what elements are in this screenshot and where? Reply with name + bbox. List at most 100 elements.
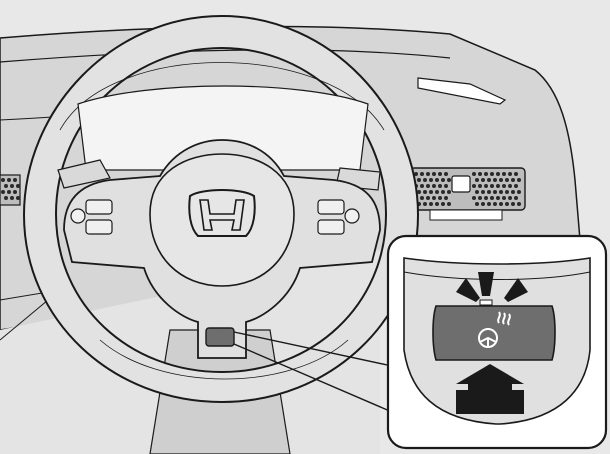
grille-hole <box>426 196 430 200</box>
grille-hole <box>493 178 497 182</box>
grille-hole <box>499 178 503 182</box>
grille-hole <box>487 190 491 194</box>
grille-hole <box>417 190 421 194</box>
dashboard-edge-line <box>0 49 451 63</box>
right-spoke-switches <box>317 199 360 235</box>
grille-hole <box>432 172 436 176</box>
grille-hole <box>423 202 427 206</box>
leader-line-upper <box>233 331 393 367</box>
grille-hole <box>484 172 488 176</box>
rim-highlight-line <box>59 62 385 131</box>
grille-hole <box>435 178 439 182</box>
inset-heated-wheel-button <box>432 305 556 361</box>
grille-hole <box>441 178 445 182</box>
rim-bottom-line <box>99 339 349 380</box>
grille-hole <box>426 172 430 176</box>
grille-hole <box>490 184 494 188</box>
instrument-cluster <box>77 85 369 171</box>
grille-hole <box>502 196 506 200</box>
grille-hole <box>432 196 436 200</box>
grille-hole <box>496 172 500 176</box>
grille-hole <box>420 184 424 188</box>
grille-hole <box>7 190 11 194</box>
top-vent-slot <box>417 77 507 105</box>
vent-lower-trim <box>429 209 503 221</box>
inset-hub-top-line <box>403 271 591 280</box>
grille-hole <box>444 172 448 176</box>
grille-hole <box>432 184 436 188</box>
grille-hole <box>426 184 430 188</box>
left-spoke-switches <box>70 199 113 235</box>
indicator-light <box>479 299 493 306</box>
grille-hole <box>435 202 439 206</box>
grille-hole <box>447 190 451 194</box>
grille-hole <box>420 196 424 200</box>
grille-hole <box>429 190 433 194</box>
grille-hole <box>517 190 521 194</box>
press-arrow-icon <box>456 364 524 414</box>
grille-hole <box>414 172 418 176</box>
grille-hole <box>502 172 506 176</box>
grille-hole <box>423 190 427 194</box>
honda-h-logo-icon <box>188 189 256 237</box>
grille-hole <box>472 196 476 200</box>
grille-hole <box>502 184 506 188</box>
grille-hole <box>481 190 485 194</box>
grille-hole <box>475 178 479 182</box>
grille-hole <box>514 184 518 188</box>
grille-hole <box>490 196 494 200</box>
grille-hole <box>420 172 424 176</box>
grille-hole <box>444 184 448 188</box>
grille-hole <box>444 196 448 200</box>
grille-hole <box>441 202 445 206</box>
grille-hole <box>4 184 8 188</box>
hazard-button <box>451 175 471 193</box>
grille-hole <box>1 178 5 182</box>
grille-hole <box>484 184 488 188</box>
grille-hole <box>417 178 421 182</box>
grille-hole <box>438 196 442 200</box>
grille-hole <box>13 190 17 194</box>
heated-steering-wheel-button <box>205 327 235 347</box>
grille-hole <box>423 178 427 182</box>
grille-hole <box>487 178 491 182</box>
left-vent-grille <box>1 178 20 200</box>
grille-hole <box>508 184 512 188</box>
grille-hole <box>475 202 479 206</box>
grille-hole <box>493 190 497 194</box>
grille-hole <box>514 196 518 200</box>
grille-hole <box>441 190 445 194</box>
grille-hole <box>508 172 512 176</box>
grille-hole <box>505 190 509 194</box>
grille-hole <box>472 172 476 176</box>
grille-hole <box>493 202 497 206</box>
grille-hole <box>7 178 11 182</box>
leader-line-lower <box>233 343 393 413</box>
grille-hole <box>16 184 20 188</box>
grille-hole <box>505 178 509 182</box>
grille-hole <box>475 190 479 194</box>
left-stalk <box>57 159 111 189</box>
grille-hole <box>438 172 442 176</box>
grille-hole <box>16 196 20 200</box>
grille-hole <box>511 190 515 194</box>
grille-hole <box>1 190 5 194</box>
grille-hole <box>10 184 14 188</box>
grille-hole <box>429 202 433 206</box>
indicator-light-burst-icon <box>456 272 528 302</box>
grille-hole <box>514 172 518 176</box>
grille-hole <box>499 190 503 194</box>
grille-hole <box>496 184 500 188</box>
grille-hole <box>505 202 509 206</box>
grille-hole <box>481 202 485 206</box>
grille-hole <box>478 184 482 188</box>
grille-hole <box>4 196 8 200</box>
grille-hole <box>13 178 17 182</box>
grille-hole <box>438 184 442 188</box>
center-vent-grille <box>414 172 521 206</box>
grille-hole <box>499 202 503 206</box>
steering-wheel-rim <box>22 14 420 404</box>
grille-hole <box>511 178 515 182</box>
